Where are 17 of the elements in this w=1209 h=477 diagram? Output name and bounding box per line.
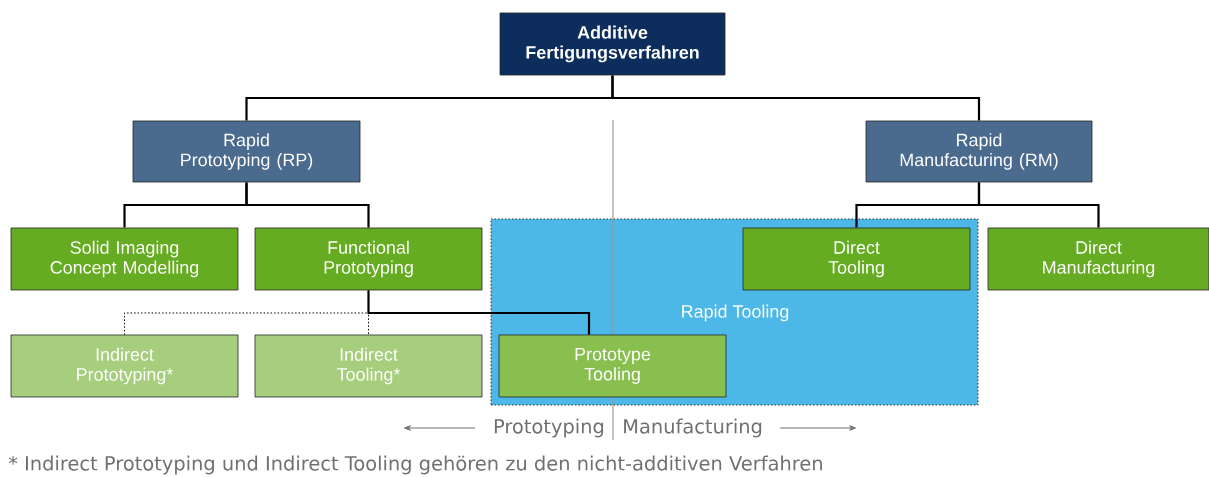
category-box: Rapid Prototyping (RP)	[132, 120, 361, 183]
process-box: Direct Tooling	[742, 227, 971, 291]
process-box: Indirect Tooling*	[254, 334, 483, 398]
category-box: Rapid Manufacturing (RM)	[865, 120, 1093, 183]
process-box: Solid Imaging Concept Modelling	[10, 227, 239, 291]
process-box: Prototype Tooling	[498, 334, 727, 398]
process-box: Direct Manufacturing	[987, 227, 1209, 291]
axis-label: Prototyping	[494, 418, 604, 438]
connector-line	[367, 290, 591, 335]
connector-line	[245, 182, 370, 228]
connector-line	[611, 75, 981, 121]
process-box: Functional Prototyping	[254, 227, 483, 291]
connector-line	[977, 182, 1100, 228]
process-box: Indirect Prototyping*	[10, 334, 239, 398]
footnote: * Indirect Prototyping und Indirect Tooling gehören zu den nicht-additiven Verfahren	[8, 455, 822, 475]
category-box: Additive Fertigungsverfahren	[499, 12, 726, 76]
axis-label: Manufacturing	[624, 418, 762, 438]
